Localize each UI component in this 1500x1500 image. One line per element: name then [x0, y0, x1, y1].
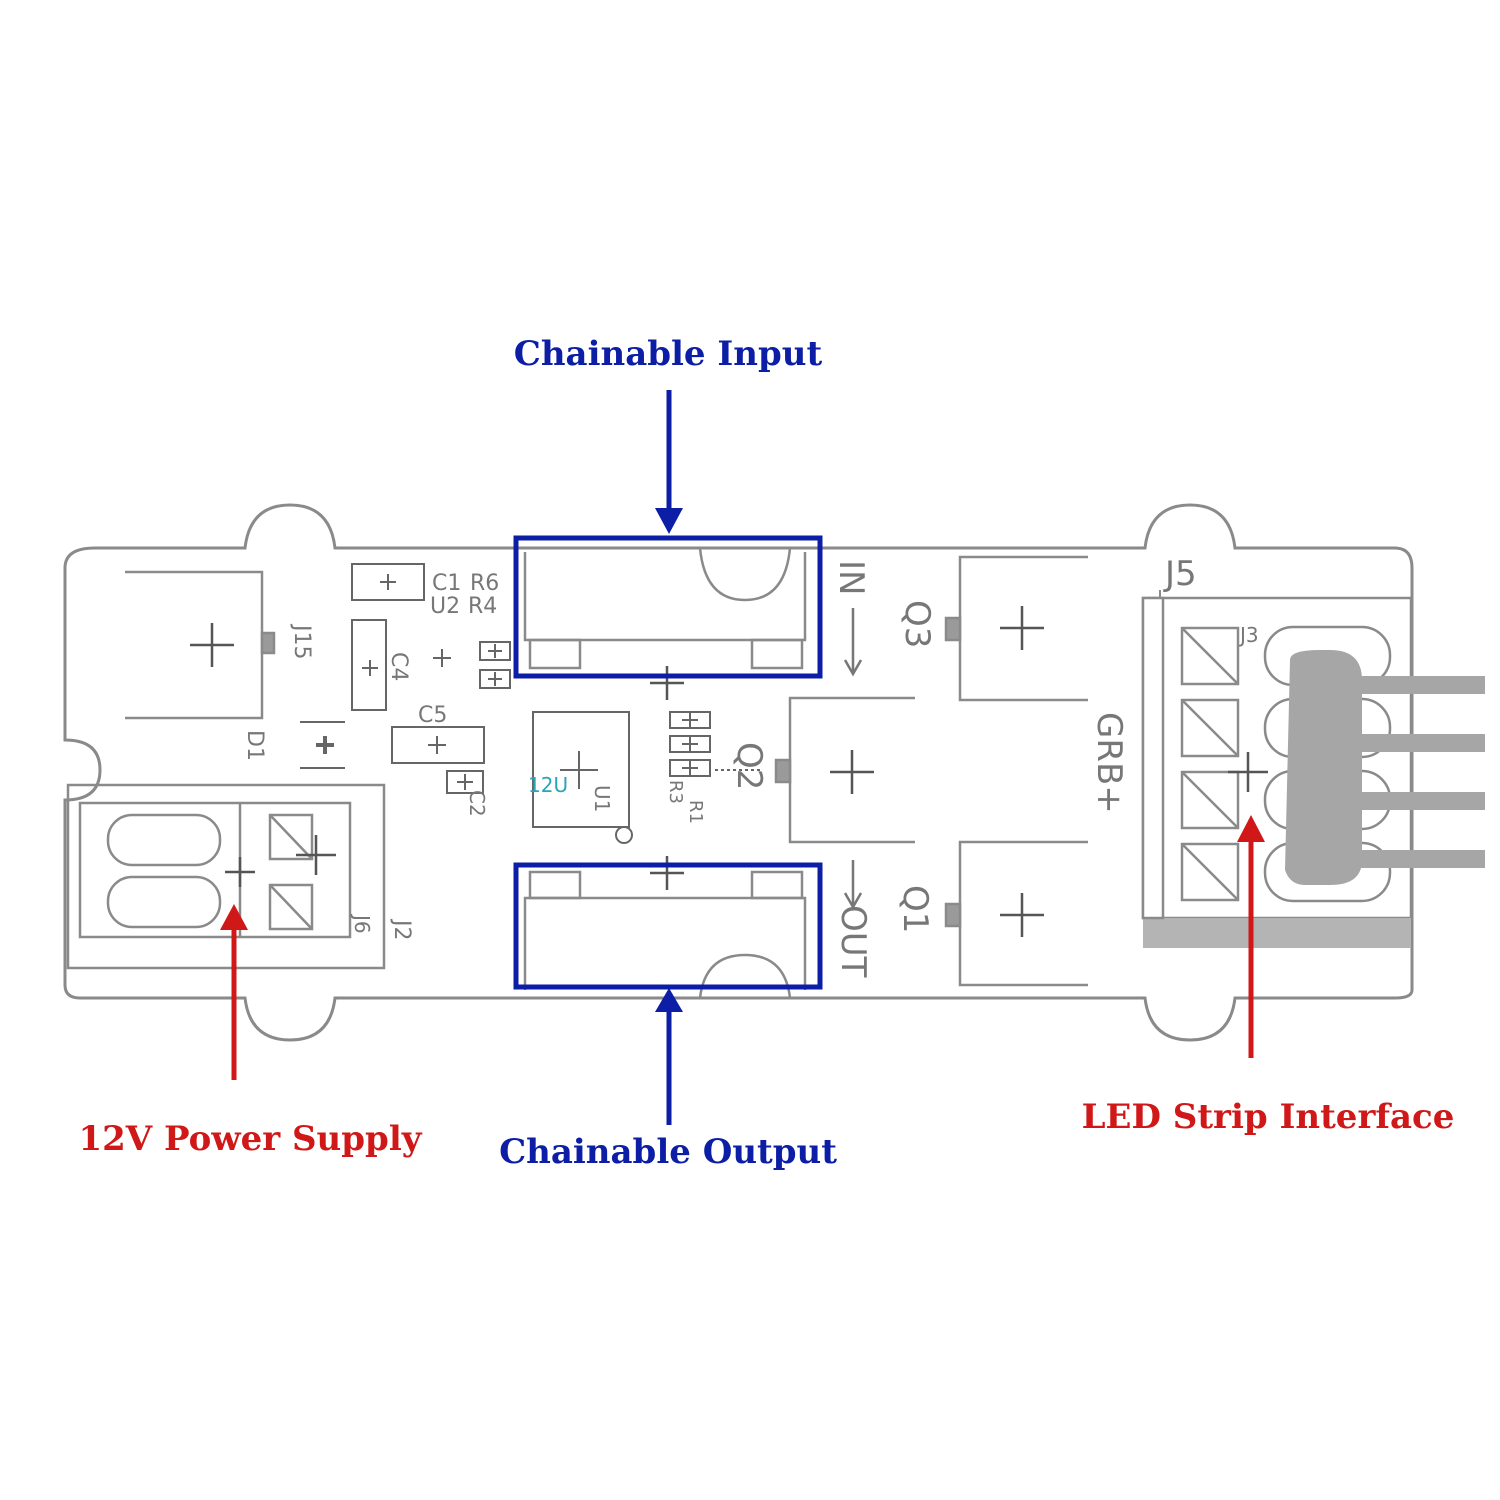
c2-label: C2 — [465, 790, 489, 817]
output-connector-body — [523, 856, 807, 999]
output-arrow — [655, 988, 683, 1125]
chainable-output-label: Chainable Output — [499, 1132, 837, 1172]
chainable-input-label: Chainable Input — [514, 334, 823, 374]
chainable-input-box — [513, 535, 823, 679]
in-label: IN — [831, 560, 871, 595]
j15-connector — [125, 570, 276, 720]
q3-label: Q3 — [897, 600, 937, 648]
mosfet-q2 — [774, 696, 915, 844]
mosfet-q1 — [944, 840, 1088, 987]
u2-label: U2 — [430, 594, 460, 619]
u1-label: U1 — [590, 785, 614, 812]
c5-label: C5 — [418, 703, 447, 728]
r6-label: R6 — [470, 571, 499, 596]
q1-label: Q1 — [895, 885, 935, 933]
d1-label: D1 — [242, 730, 267, 761]
power-arrow — [220, 904, 248, 1080]
out-label: OUT — [833, 905, 873, 978]
j2-power-connector — [66, 783, 386, 970]
input-connector-body — [523, 547, 807, 700]
input-arrow — [655, 390, 683, 534]
led-strip-arrow — [1237, 815, 1265, 1058]
cyan-label: 12U — [528, 773, 568, 797]
smd-components — [300, 563, 760, 844]
j6-label: J6 — [350, 913, 374, 934]
c4-label: C4 — [386, 652, 411, 681]
j5-led-connector — [1141, 590, 1485, 948]
r4-label: R4 — [468, 594, 497, 619]
j3-label: J3 — [1238, 623, 1259, 647]
power-supply-label: 12V Power Supply — [78, 1119, 422, 1159]
j15-label: J15 — [289, 623, 314, 659]
q2-label: Q2 — [729, 742, 769, 790]
r1-label: R1 — [685, 800, 706, 824]
j5-label: J5 — [1163, 554, 1197, 594]
board-outline — [63, 503, 1414, 1042]
r3-label: R3 — [665, 780, 686, 804]
chainable-output-box — [513, 862, 823, 990]
in-arrow-icon — [843, 608, 863, 677]
j2-label: J2 — [389, 918, 414, 941]
grb-label: GRB+ — [1089, 712, 1129, 814]
mosfet-q3 — [944, 555, 1088, 702]
led-strip-label: LED Strip Interface — [1082, 1097, 1455, 1137]
c1-label: C1 — [432, 571, 461, 596]
out-arrow-icon — [843, 860, 863, 910]
